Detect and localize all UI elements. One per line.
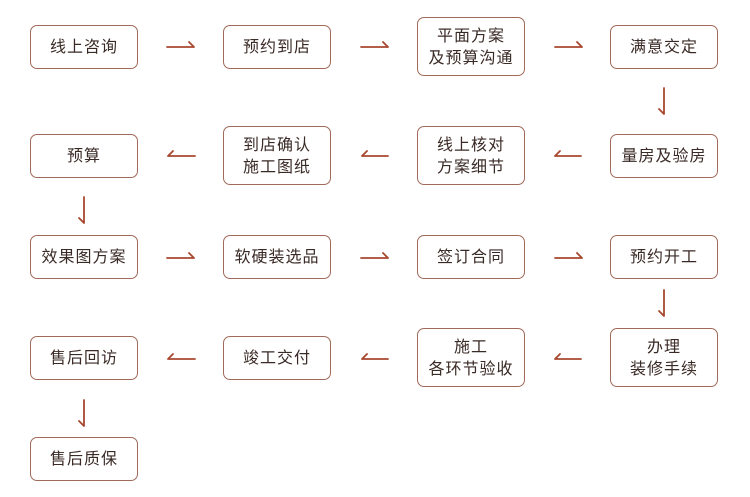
step-measure-inspect: 量房及验房 <box>610 134 718 178</box>
step-material-selection: 软硬装选品 <box>223 235 331 279</box>
step-aftersales-visit: 售后回访 <box>30 336 138 380</box>
arrow-left-icon <box>167 150 196 157</box>
step-label: 售后回访 <box>49 348 118 367</box>
step-sign-contract: 签订合同 <box>417 235 525 279</box>
step-deposit: 满意交定 <box>610 25 718 69</box>
step-construction-acceptance: 施工 各环节验收 <box>417 328 525 387</box>
step-store-appointment: 预约到店 <box>223 25 331 69</box>
step-label: 预算 <box>66 146 101 165</box>
arrow-left-icon <box>554 353 582 360</box>
arrow-left-icon <box>167 353 196 360</box>
arrow-right-icon <box>166 252 195 259</box>
step-confirm-drawings: 到店确认 施工图纸 <box>223 126 331 185</box>
step-label: 预约开工 <box>629 247 698 266</box>
step-floor-plan-budget: 平面方案 及预算沟通 <box>417 17 525 76</box>
step-renovation-permits: 办理 装修手续 <box>610 328 718 387</box>
step-label: 平面方案 及预算沟通 <box>428 25 514 67</box>
step-completion-delivery: 竣工交付 <box>223 336 331 380</box>
step-label: 线上咨询 <box>49 37 118 56</box>
arrow-left-icon <box>361 353 389 360</box>
step-label: 软硬装选品 <box>234 247 320 266</box>
arrow-down-icon <box>658 289 665 317</box>
step-schedule-start: 预约开工 <box>610 235 718 279</box>
step-label: 效果图方案 <box>41 247 127 266</box>
step-label: 售后质保 <box>49 449 118 468</box>
step-rendering-plan: 效果图方案 <box>30 235 138 279</box>
arrow-left-icon <box>361 150 389 157</box>
step-label: 竣工交付 <box>242 348 311 367</box>
arrow-down-icon <box>78 196 85 224</box>
step-online-consult: 线上咨询 <box>30 25 138 69</box>
step-label: 办理 装修手续 <box>629 336 698 378</box>
arrow-left-icon <box>554 150 582 157</box>
step-budget: 预算 <box>30 134 138 178</box>
step-aftersales-warranty: 售后质保 <box>30 437 138 481</box>
step-label: 量房及验房 <box>621 146 707 165</box>
arrow-down-icon <box>78 399 85 427</box>
step-label: 到店确认 施工图纸 <box>242 134 311 176</box>
step-label: 线上核对 方案细节 <box>436 134 505 176</box>
arrow-right-icon <box>360 41 389 48</box>
arrow-right-icon <box>554 41 583 48</box>
step-label: 预约到店 <box>242 37 311 56</box>
arrow-right-icon <box>360 252 389 259</box>
arrow-down-icon <box>658 87 665 115</box>
arrow-right-icon <box>554 252 583 259</box>
step-label: 满意交定 <box>629 37 698 56</box>
step-online-plan-check: 线上核对 方案细节 <box>417 126 525 185</box>
step-label: 施工 各环节验收 <box>428 336 514 378</box>
step-label: 签订合同 <box>436 247 505 266</box>
arrow-right-icon <box>166 41 195 48</box>
